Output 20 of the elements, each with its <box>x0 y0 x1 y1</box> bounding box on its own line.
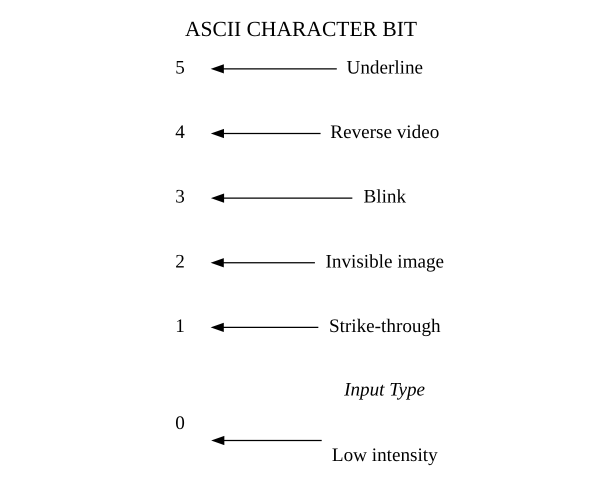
node-text: 3 <box>175 186 185 208</box>
node-text: 1 <box>175 315 185 336</box>
arrow <box>210 193 352 202</box>
node-text: 2 <box>175 250 185 272</box>
node-text: Underline <box>346 56 424 78</box>
arrow <box>210 322 318 332</box>
arrow <box>210 128 321 138</box>
arrow <box>211 435 322 445</box>
node-text: 0 <box>175 412 185 434</box>
node-text: 4 <box>175 122 185 143</box>
node-text: Blink <box>364 186 406 208</box>
arrow <box>210 64 337 73</box>
arrow <box>210 258 315 267</box>
label: Input Type <box>344 378 426 400</box>
node-text: Low intensity <box>332 444 438 466</box>
node-text: Strike-through <box>328 315 441 336</box>
node-text: Invisible image <box>326 250 444 272</box>
diagram-title: ASCII CHARACTER BIT <box>184 16 418 40</box>
node-text: 5 <box>175 56 185 78</box>
node-text: Reverse video <box>330 122 440 143</box>
